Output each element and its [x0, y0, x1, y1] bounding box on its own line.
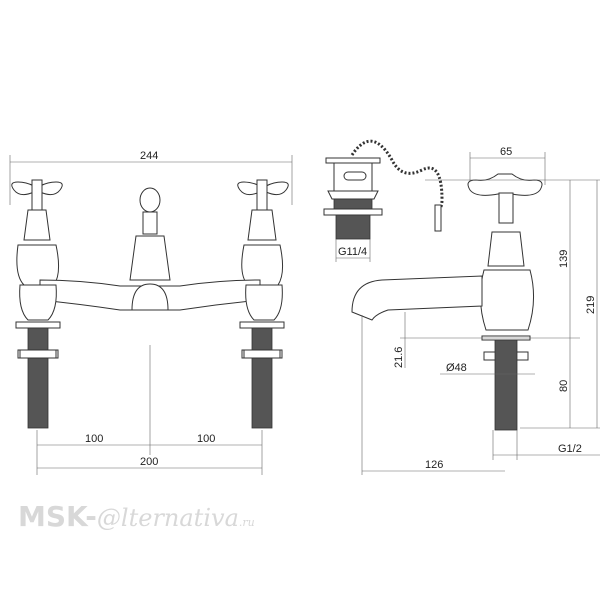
left-cross-handle: [11, 179, 63, 286]
dim-65: 65: [500, 146, 512, 158]
dim-100-right: 100: [197, 433, 215, 445]
right-cross-handle: [237, 179, 289, 286]
dim-g1-2: G1/2: [558, 443, 582, 455]
dim-244: 244: [140, 150, 158, 162]
side-view-tap: [351, 152, 600, 475]
dim-waste-thread: G11/4: [338, 246, 367, 258]
dim-diameter-48: Ø48: [446, 362, 467, 374]
dim-126: 126: [425, 459, 443, 471]
dim-139: 139: [558, 250, 570, 268]
dim-21-6: 21.6: [393, 347, 405, 368]
dim-80: 80: [558, 380, 570, 392]
center-knob: [129, 187, 171, 281]
watermark-logo: MSK-@lternativa.ru: [18, 500, 255, 533]
dim-200: 200: [140, 456, 158, 468]
dim-219: 219: [585, 296, 597, 314]
dim-100-left: 100: [85, 433, 103, 445]
waste-plug: [323, 139, 444, 262]
front-view-tap: [9, 155, 293, 475]
